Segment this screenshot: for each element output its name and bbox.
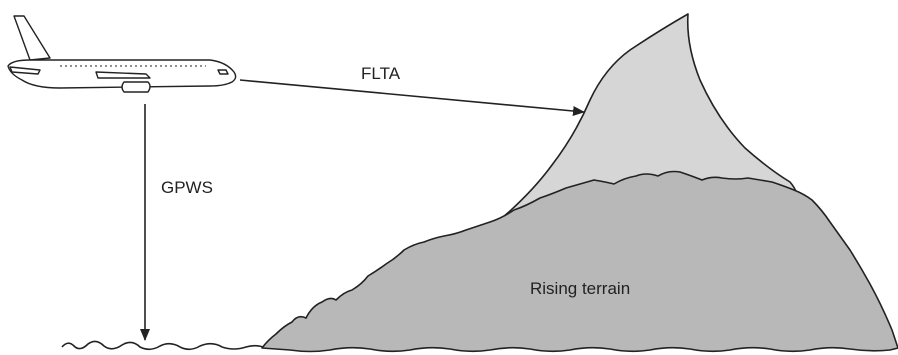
mountain-peak — [494, 13, 797, 225]
ground-line — [61, 340, 267, 351]
flta-arrow — [239, 79, 585, 116]
gpws-label: GPWS — [161, 178, 213, 197]
rising-terrain-label: Rising terrain — [530, 279, 631, 298]
rising-terrain — [261, 170, 898, 353]
airliner-side-view-icon — [7, 15, 237, 93]
flta-label: FLTA — [361, 64, 401, 83]
